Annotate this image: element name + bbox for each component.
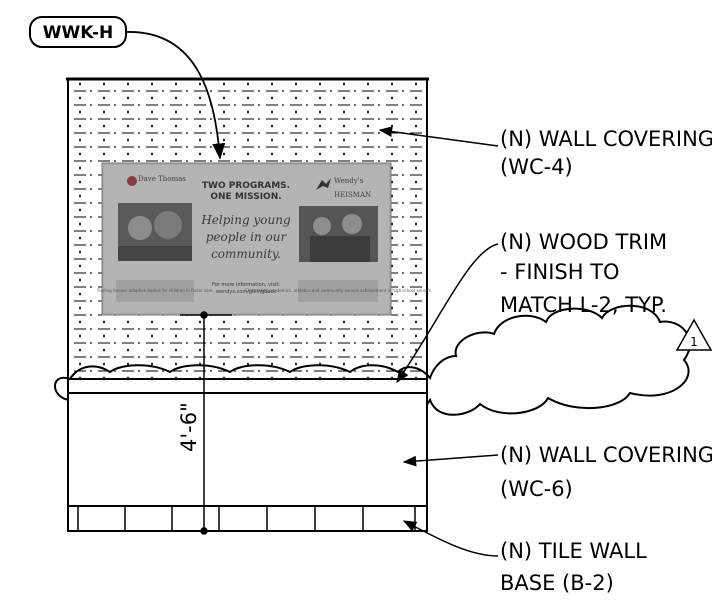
poster-info-1: For more information, visit: <box>212 282 280 288</box>
note-base-line1: (N) TILE WALL <box>500 539 647 563</box>
poster-script-2: people in our <box>206 230 288 244</box>
poster-headline-1: TWO PROGRAMS. <box>202 181 290 191</box>
revision-delta-icon <box>675 318 712 351</box>
poster-caption-left: Finding forever adoptive homes for child… <box>97 288 213 293</box>
poster-right-logo: Wendy's <box>334 177 364 185</box>
poster-right-logo-2: HEISMAN <box>334 191 371 199</box>
note-trim-line1: (N) WOOD TRIM <box>500 230 667 254</box>
tag-label: WWK-H <box>43 23 113 43</box>
tag-leader <box>125 31 226 160</box>
poster-graphic: Dave Thomas Finding forever adoptive hom… <box>97 162 431 316</box>
poster-headline-2: ONE MISSION. <box>210 192 281 202</box>
poster-script-3: community. <box>211 247 281 261</box>
wood-trim <box>67 378 428 394</box>
poster-caption-right: Celebrating academics, athletics and com… <box>245 288 431 293</box>
tile-wall-base <box>67 505 428 532</box>
note-wc4-line2: (WC-4) <box>500 155 573 179</box>
wall-covering-wc6 <box>67 392 428 507</box>
height-dimension <box>180 311 232 535</box>
note-base-line2: BASE (B-2) <box>500 571 614 595</box>
heart-logo-icon <box>127 176 137 186</box>
trim-leader <box>396 243 499 384</box>
poster-left-logo: Dave Thomas <box>138 175 186 183</box>
base-leader <box>402 520 499 557</box>
tag-box <box>29 16 127 48</box>
note-trim-line2: - FINISH TO <box>500 260 620 284</box>
note-wc4-line1: (N) WALL COVERING <box>500 127 712 151</box>
note-wc6-line2: (WC-6) <box>500 477 573 501</box>
height-dimension-text: 4'-6" <box>177 402 201 452</box>
poster-script-1: Helping young <box>200 213 291 227</box>
poster-info-2: wendys.com/givingback <box>216 289 276 295</box>
wc6-leader <box>402 454 499 467</box>
wc4-leader <box>378 126 499 147</box>
runner-logo-icon <box>316 178 331 190</box>
revision-number: 1 <box>690 335 698 349</box>
note-trim-line3: MATCH L-2, TYP. <box>500 293 667 317</box>
note-wc6-line1: (N) WALL COVERING <box>500 443 712 467</box>
